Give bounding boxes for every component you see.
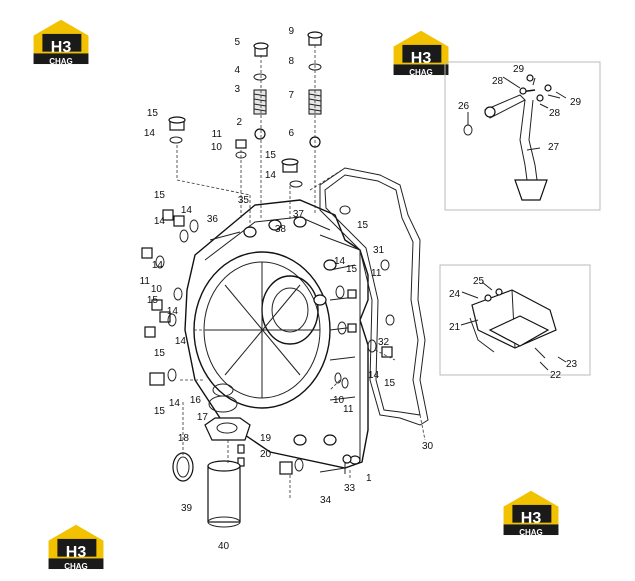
pipe-inset-frame	[444, 61, 601, 211]
logo-bottom-text: CHAG	[49, 57, 73, 66]
label-27: 27	[548, 142, 560, 153]
label-10-top: 10	[211, 142, 223, 153]
label-3: 3	[234, 84, 240, 95]
label-19: 19	[260, 433, 272, 444]
label-40: 40	[218, 541, 230, 552]
label-8: 8	[288, 56, 294, 67]
label-15-h: 15	[346, 264, 358, 275]
label-15-f: 15	[154, 348, 166, 359]
label-5: 5	[234, 37, 240, 48]
label-14-d: 14	[154, 216, 166, 227]
label-34: 34	[320, 495, 332, 506]
label-32: 32	[378, 337, 390, 348]
label-15-e: 15	[147, 295, 159, 306]
label-29-b: 29	[570, 97, 582, 108]
label-6: 6	[288, 128, 294, 139]
label-14-j: 14	[368, 370, 380, 381]
gasket	[319, 167, 429, 426]
label-14-i: 14	[334, 256, 346, 267]
logo-top-text: H3	[66, 544, 87, 561]
part-labels: 5 4 3 2 9 8 7 6 11 10 15 14 15 14 35 36 …	[140, 26, 582, 552]
label-4: 4	[234, 65, 240, 76]
label-15-g: 15	[154, 406, 166, 417]
label-11-top: 11	[212, 129, 223, 140]
label-31: 31	[373, 245, 385, 256]
label-2: 2	[236, 117, 242, 128]
small-parts	[141, 31, 395, 528]
label-30: 30	[422, 441, 434, 452]
label-25: 25	[473, 276, 485, 287]
label-33: 33	[344, 483, 356, 494]
label-7: 7	[288, 90, 294, 101]
label-15-c: 15	[154, 190, 166, 201]
logo-top-text: H3	[521, 510, 542, 527]
brand-logo-bottom-left: H3 CHAG	[48, 524, 104, 571]
logo-top-text: H3	[411, 50, 432, 67]
logo-bottom-text: CHAG	[64, 562, 88, 571]
logo-bottom-text: CHAG	[409, 68, 433, 77]
label-17: 17	[197, 412, 209, 423]
label-14-f: 14	[167, 306, 179, 317]
leader-lines	[176, 45, 567, 500]
label-15-d: 15	[357, 220, 369, 231]
label-38: 38	[275, 224, 287, 235]
label-23: 23	[566, 359, 578, 370]
label-35: 35	[238, 195, 250, 206]
label-18: 18	[178, 433, 190, 444]
label-1: 1	[366, 473, 372, 484]
label-21: 21	[449, 322, 461, 333]
label-22: 22	[550, 370, 562, 381]
label-15-i: 15	[384, 378, 396, 389]
brand-logo-bottom-right: H3 CHAG	[503, 490, 559, 537]
label-11-low: 11	[343, 404, 354, 415]
label-28-a: 28	[492, 76, 504, 87]
strainer-assembly	[469, 288, 557, 359]
label-9: 9	[288, 26, 294, 37]
label-29-a: 29	[513, 64, 525, 75]
label-37: 37	[293, 209, 305, 220]
label-15-a: 15	[147, 108, 159, 119]
label-11-left: 11	[140, 276, 151, 287]
label-14-h: 14	[169, 398, 181, 409]
label-26: 26	[458, 101, 470, 112]
label-24: 24	[449, 289, 461, 300]
logo-bottom-text: CHAG	[519, 528, 543, 537]
label-14-e: 14	[152, 260, 164, 271]
label-28-b: 28	[549, 108, 561, 119]
label-14-a: 14	[144, 128, 156, 139]
label-15-b: 15	[265, 150, 277, 161]
label-10-right: 10	[333, 395, 345, 406]
label-39: 39	[181, 503, 193, 514]
label-14-g: 14	[175, 336, 187, 347]
label-14-b: 14	[265, 170, 277, 181]
label-10-left: 10	[151, 284, 163, 295]
label-36: 36	[207, 214, 219, 225]
label-14-c: 14	[181, 205, 193, 216]
logo-top-text: H3	[51, 39, 72, 56]
brand-logo-top-left: H3 CHAG	[33, 19, 89, 66]
strainer-inset-frame	[439, 264, 591, 376]
oil-pipe-assembly	[463, 74, 552, 201]
label-11-right: 11	[371, 268, 382, 279]
brand-logo-top-right: H3 CHAG	[393, 30, 449, 77]
label-20: 20	[260, 449, 272, 460]
label-16: 16	[190, 395, 202, 406]
